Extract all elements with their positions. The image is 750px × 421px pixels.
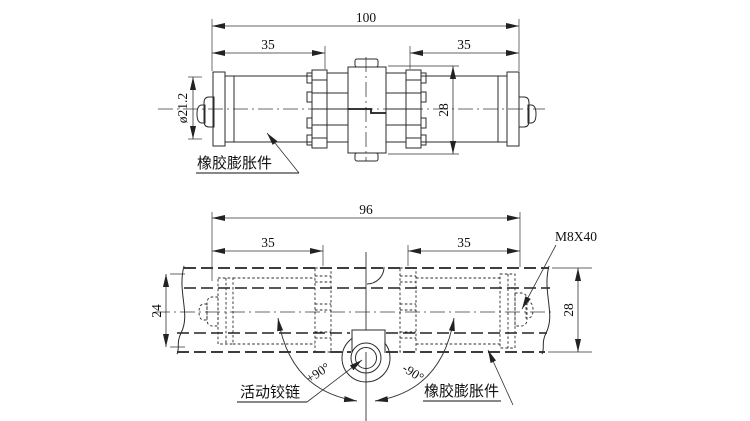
hidden-left-nub	[206, 296, 219, 327]
top-view: 100 35 35 ø21.2 28 橡胶膨胀件	[158, 10, 545, 174]
expansion-connector-side-view	[196, 58, 537, 162]
top-dim-right-35: 35	[409, 37, 519, 69]
angle-minus-90-label: -90°	[400, 360, 427, 385]
center-block-bottom-tab	[354, 152, 379, 162]
hinge-label: 活动铰链	[240, 383, 300, 401]
center-block	[347, 66, 387, 154]
bottom-dim-right-35: 35	[407, 235, 520, 266]
right-ring-ribs	[406, 79, 421, 139]
bottom-view: +90° -90° 96 35 35 24 28	[149, 202, 597, 421]
dim-text-35-right: 35	[457, 37, 471, 52]
left-break-line	[176, 265, 186, 355]
dim-text-35-right-bottom: 35	[457, 235, 471, 250]
bottom-dim-left-35: 35	[212, 235, 324, 266]
bottom-dim-overall: 96	[211, 202, 521, 281]
left-ring-ribs	[312, 79, 327, 139]
hidden-right-ring-ribs	[400, 275, 416, 339]
rubber-expander-label-bottom: 橡胶膨胀件	[424, 383, 499, 400]
top-dim-overall: 100	[211, 10, 520, 71]
left-gap-lines	[327, 72, 348, 143]
hidden-left-flange	[217, 277, 234, 345]
dim-text-28-bottom: 28	[561, 303, 576, 317]
bolt-label: M8X40	[555, 229, 597, 244]
dim-text-100: 100	[356, 10, 377, 25]
rubber-expander-callout-bottom: 橡胶膨胀件	[423, 349, 514, 406]
left-tip	[196, 104, 206, 124]
right-break-line	[541, 265, 551, 355]
center-interlock-line	[348, 108, 386, 114]
left-flange-inner	[224, 75, 235, 143]
left-nub	[203, 96, 215, 128]
right-gap-lines	[386, 72, 406, 143]
center-block-top-tab	[354, 58, 379, 68]
rubber-expander-label-top: 橡胶膨胀件	[197, 155, 272, 172]
hidden-right-flange	[499, 273, 516, 349]
hidden-left-tip	[198, 303, 208, 321]
right-nub	[518, 96, 530, 128]
hinge-callout: 活动铰链	[237, 359, 363, 403]
dim-text-24: 24	[149, 304, 164, 318]
dim-text-96: 96	[359, 202, 373, 217]
top-dim-hub-height: 28	[388, 65, 459, 155]
dim-text-35-left: 35	[261, 37, 275, 52]
dim-text-28-top: 28	[436, 103, 451, 117]
bottom-dim-28: 28	[548, 267, 592, 353]
bottom-dim-24: 24	[149, 273, 185, 348]
hidden-left-ring-ribs	[315, 275, 331, 339]
top-label-rubber-expander: 橡胶膨胀件	[196, 132, 300, 174]
right-tip	[527, 104, 537, 124]
hinge-top-notch-arc	[366, 266, 385, 285]
plus-90-arc	[277, 317, 358, 403]
dim-text-diameter: ø21.2	[175, 93, 190, 123]
bolt-callout: M8X40	[521, 229, 597, 310]
right-ring-notches	[420, 72, 427, 146]
top-dim-diameter: ø21.2	[175, 76, 202, 140]
angle-plus-90-label: +90°	[303, 359, 333, 385]
top-dim-left-35: 35	[212, 37, 326, 69]
left-ring-notches	[306, 72, 313, 146]
dim-text-35-left-bottom: 35	[261, 235, 275, 250]
minus-90-arc	[374, 317, 455, 403]
hidden-bolt-nub	[514, 292, 528, 327]
